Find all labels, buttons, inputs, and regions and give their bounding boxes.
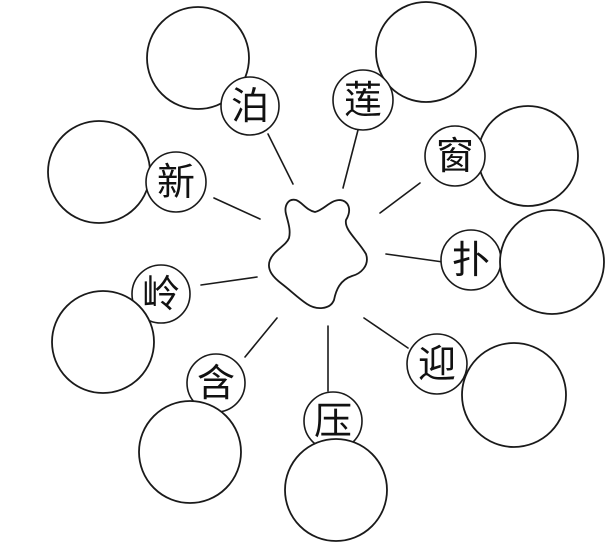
answer-circle[interactable] [284, 438, 388, 542]
answer-circle[interactable] [51, 290, 155, 394]
char-label: 压 [314, 399, 352, 443]
bubble-lian: 莲 [332, 1, 477, 131]
answer-circle[interactable] [146, 6, 250, 110]
char-circle [131, 264, 191, 324]
char-label: 莲 [344, 78, 382, 122]
bubble-ling: 岭 [51, 264, 191, 394]
answer-circle[interactable] [375, 1, 477, 103]
answer-circle[interactable] [499, 209, 605, 315]
char-circle [220, 76, 280, 136]
spoke-ying [363, 317, 409, 349]
answer-circle[interactable] [461, 342, 567, 448]
bubble-xin: 新 [47, 120, 207, 224]
spoke-chuang [379, 182, 421, 214]
char-circle [406, 333, 468, 395]
char-label: 岭 [142, 272, 180, 316]
spoke-pu [385, 253, 444, 263]
char-label: 泊 [231, 84, 269, 128]
bubble-ya: 压 [284, 391, 388, 542]
bubble-bo: 泊 [146, 6, 280, 136]
char-label: 扑 [452, 238, 490, 282]
char-label: 新 [157, 160, 195, 204]
spoke-lian [342, 129, 359, 189]
bubble-chuang: 窗 [424, 105, 579, 207]
char-circle [145, 151, 207, 213]
answer-circle[interactable] [138, 400, 242, 504]
bubble-ying: 迎 [406, 333, 567, 448]
answer-circle[interactable] [47, 120, 151, 224]
char-label: 含 [197, 361, 235, 405]
spoke-xin [213, 197, 261, 220]
char-label: 迎 [418, 342, 456, 386]
spoke-han [244, 317, 278, 358]
answer-circle[interactable] [477, 105, 579, 207]
char-circle [332, 69, 394, 131]
center-star [268, 198, 368, 309]
bubble-pu: 扑 [440, 209, 605, 315]
spoke-bo [267, 133, 294, 185]
spoke-ling [200, 276, 258, 286]
char-label: 窗 [436, 134, 474, 178]
bubble-han: 含 [138, 353, 246, 504]
char-circle [424, 125, 486, 187]
